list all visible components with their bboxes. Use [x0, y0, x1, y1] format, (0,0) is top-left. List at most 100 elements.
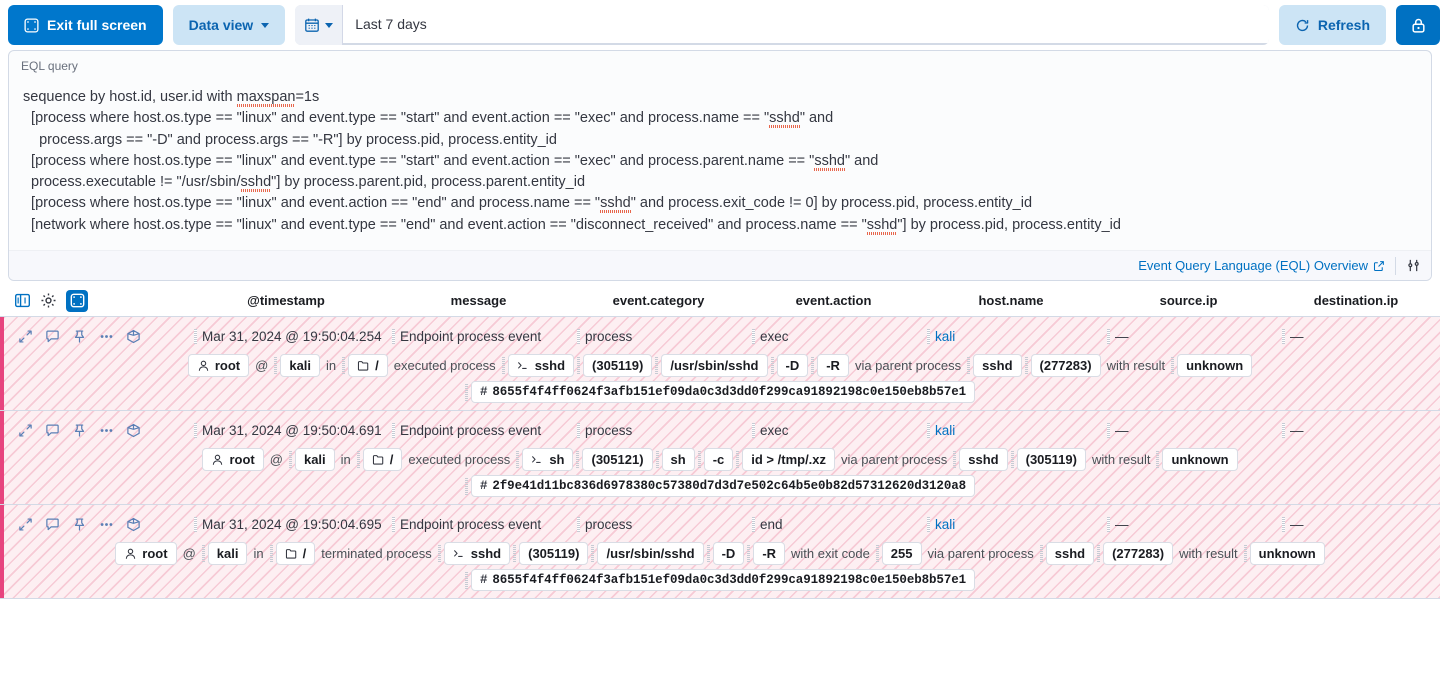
expand-icon[interactable]: [18, 329, 33, 344]
cell-source-ip[interactable]: —: [1101, 422, 1276, 438]
summary-badge[interactable]: id > /tmp/.xz: [742, 448, 836, 472]
cell-message-value: Endpoint process event: [400, 516, 542, 532]
columns-icon[interactable]: [14, 292, 31, 309]
summary-badge[interactable]: (305119): [583, 354, 653, 378]
summary-badge[interactable]: root: [202, 448, 264, 472]
cell-message[interactable]: Endpoint process event: [386, 516, 571, 532]
exit-full-screen-button[interactable]: Exit full screen: [8, 5, 163, 45]
date-picker[interactable]: Last 7 days: [295, 5, 1269, 45]
fullscreen-icon[interactable]: [66, 289, 88, 312]
summary-badge[interactable]: kali: [294, 448, 335, 472]
quick-select-button[interactable]: [295, 5, 344, 45]
cell-destination-ip[interactable]: —: [1276, 328, 1436, 344]
summary-badge[interactable]: /: [348, 354, 388, 378]
cell-destination-ip[interactable]: —: [1276, 516, 1436, 532]
cell-timestamp[interactable]: Mar 31, 2024 @ 19:50:04.691: [186, 422, 386, 438]
comment-icon[interactable]: [45, 517, 60, 532]
cell-event-category[interactable]: process: [571, 422, 746, 438]
cell-timestamp[interactable]: Mar 31, 2024 @ 19:50:04.254: [186, 328, 386, 344]
cell-event-action[interactable]: exec: [746, 328, 921, 344]
summary-badge[interactable]: sshd: [507, 354, 575, 378]
summary-badge[interactable]: unknown: [1177, 354, 1253, 378]
date-range-field[interactable]: Last 7 days: [343, 5, 1269, 45]
summary-badge[interactable]: -R: [753, 542, 786, 566]
cell-event-category[interactable]: process: [571, 328, 746, 344]
summary-badge[interactable]: sshd: [443, 542, 511, 566]
summary-badge[interactable]: unknown: [1249, 542, 1325, 566]
table-row[interactable]: Mar 31, 2024 @ 19:50:04.254 Endpoint proc…: [0, 317, 1440, 412]
process-hash-badge[interactable]: #2f9e41d11bc836d6978380c57380d7d3d7e502c…: [470, 475, 976, 498]
lock-button[interactable]: [1396, 5, 1440, 45]
pin-icon[interactable]: [72, 423, 87, 438]
cell-event-action[interactable]: end: [746, 516, 921, 532]
summary-badge[interactable]: /: [362, 448, 403, 472]
process-hash-badge[interactable]: #8655f4f4ff0624f3afb151ef09da0c3d3dd0f29…: [470, 381, 976, 404]
summary-badge[interactable]: kali: [280, 354, 321, 378]
cell-host-name[interactable]: kali: [921, 328, 1101, 344]
analyzer-icon[interactable]: [126, 329, 141, 344]
analyzer-icon[interactable]: [126, 517, 141, 532]
data-view-button[interactable]: Data view: [172, 5, 286, 45]
summary-badge[interactable]: /usr/sbin/sshd: [661, 354, 768, 378]
cell-source-ip[interactable]: —: [1101, 328, 1276, 344]
user-icon: [197, 359, 210, 372]
summary-badge[interactable]: -D: [776, 354, 809, 378]
comment-icon[interactable]: [45, 423, 60, 438]
cell-message[interactable]: Endpoint process event: [386, 328, 571, 344]
summary-badge[interactable]: sshd: [973, 354, 1022, 378]
more-icon[interactable]: [99, 517, 114, 532]
cell-message-value: Endpoint process event: [400, 328, 542, 344]
summary-badge[interactable]: /usr/sbin/sshd: [597, 542, 704, 566]
summary-badge[interactable]: root: [187, 354, 250, 378]
pin-icon[interactable]: [72, 517, 87, 532]
summary-badge[interactable]: root: [115, 542, 177, 566]
column-header-message[interactable]: message: [450, 293, 507, 309]
cell-host-name[interactable]: kali: [921, 516, 1101, 532]
summary-badge[interactable]: kali: [207, 542, 248, 566]
eql-query-editor[interactable]: sequence by host.id, user.id with maxspa…: [9, 77, 1431, 251]
analyzer-icon[interactable]: [126, 423, 141, 438]
process-hash-badge[interactable]: #8655f4f4ff0624f3afb151ef09da0c3d3dd0f29…: [470, 569, 976, 592]
summary-badge[interactable]: /: [275, 542, 316, 566]
cell-destination-ip[interactable]: —: [1276, 422, 1436, 438]
more-icon[interactable]: [99, 329, 114, 344]
table-row[interactable]: Mar 31, 2024 @ 19:50:04.695 Endpoint proc…: [0, 505, 1440, 600]
column-header-event-action[interactable]: event.action: [795, 293, 872, 309]
sliders-icon[interactable]: [1406, 258, 1421, 273]
cell-host-name[interactable]: kali: [921, 422, 1101, 438]
summary-badge[interactable]: unknown: [1162, 448, 1238, 472]
column-header-event-category[interactable]: event.category: [612, 293, 705, 309]
column-header-timestamp[interactable]: @timestamp: [247, 293, 325, 309]
eql-overview-link[interactable]: Event Query Language (EQL) Overview: [1138, 258, 1385, 273]
expand-icon[interactable]: [18, 423, 33, 438]
summary-badge[interactable]: (277283): [1103, 542, 1174, 566]
summary-badge[interactable]: sh: [522, 448, 574, 472]
more-icon[interactable]: [99, 423, 114, 438]
cell-message[interactable]: Endpoint process event: [386, 422, 571, 438]
summary-badge[interactable]: -R: [817, 354, 849, 378]
column-header-source-ip[interactable]: source.ip: [1159, 293, 1218, 309]
cell-event-category[interactable]: process: [571, 516, 746, 532]
summary-badge[interactable]: -D: [712, 542, 745, 566]
cell-drag-handle: [1107, 516, 1110, 532]
cell-source-ip[interactable]: —: [1101, 516, 1276, 532]
comment-icon[interactable]: [45, 329, 60, 344]
refresh-button[interactable]: Refresh: [1278, 5, 1386, 45]
summary-badge[interactable]: -c: [703, 448, 734, 472]
summary-badge[interactable]: sshd: [959, 448, 1008, 472]
cell-timestamp[interactable]: Mar 31, 2024 @ 19:50:04.695: [186, 516, 386, 532]
pin-icon[interactable]: [72, 329, 87, 344]
gear-icon[interactable]: [40, 292, 57, 309]
column-header-host-name[interactable]: host.name: [978, 293, 1044, 309]
summary-badge[interactable]: sh: [661, 448, 695, 472]
expand-icon[interactable]: [18, 517, 33, 532]
summary-badge[interactable]: (305119): [519, 542, 589, 566]
cell-event-action[interactable]: exec: [746, 422, 921, 438]
summary-badge[interactable]: (305119): [1016, 448, 1086, 472]
summary-badge[interactable]: sshd: [1045, 542, 1095, 566]
column-header-destination-ip[interactable]: destination.ip: [1313, 293, 1399, 309]
summary-badge[interactable]: (277283): [1030, 354, 1101, 378]
summary-badge[interactable]: (305121): [582, 448, 653, 472]
summary-badge[interactable]: 255: [881, 542, 922, 566]
